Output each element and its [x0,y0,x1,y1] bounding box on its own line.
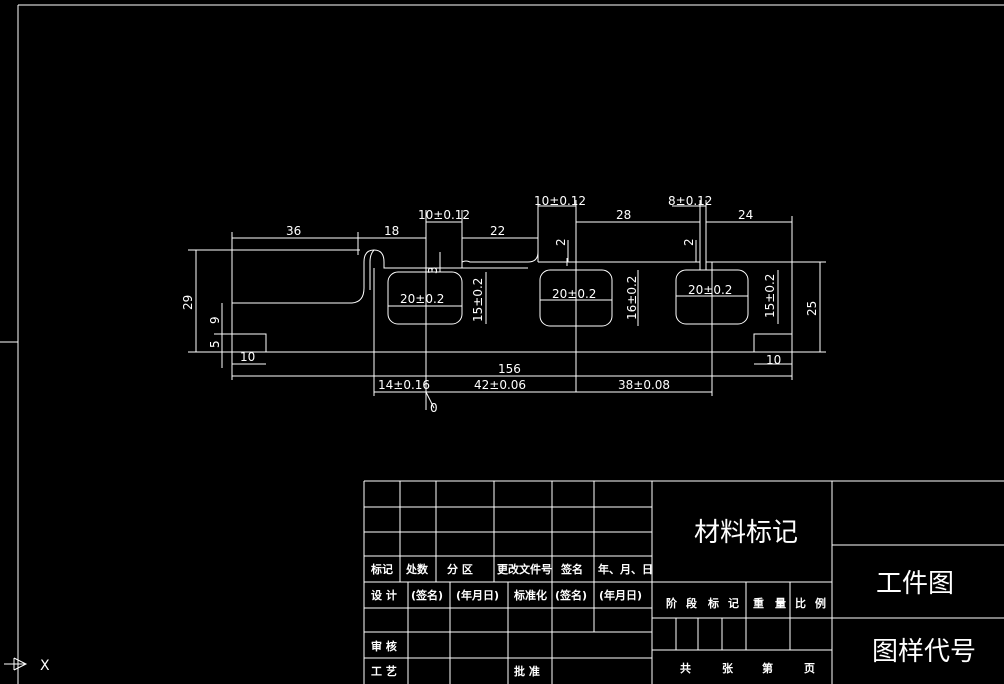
tb-standardize-date: (年月日) [599,588,642,602]
dim-2-a: 2 [554,238,568,246]
tb-standardize: 标准化 [513,588,547,602]
tb-review: 审 核 [371,639,397,653]
tb-scale-1: 比 [795,596,806,610]
tb-weight-1: 重 [753,596,764,610]
tb-design-date: (年月日) [456,588,499,602]
dim-8-tol: 8±0.12 [668,194,712,208]
dim-36: 36 [286,224,301,238]
dim-42-tol: 42±0.06 [474,378,526,392]
dim-10-right: 10 [766,353,781,367]
tb-sheet-total: 共 [680,661,691,675]
dim-10-tol-a: 10±0.12 [418,208,470,222]
tb-process: 工 艺 [371,664,397,678]
origin-label: 0 [430,401,438,415]
dim-25: 25 [805,301,819,316]
dim-28: 28 [616,208,631,222]
part-outline [231,249,793,353]
tb-design-sign: (签名) [411,588,443,602]
dim-10-left: 10 [240,350,255,364]
tb-label-mark: 标记 [370,562,393,576]
dim-24: 24 [738,208,753,222]
tb-drawing-name: 工件图 [876,569,954,599]
tb-stage-3: 标 [707,596,719,610]
tb-scale-2: 例 [815,596,826,610]
dim-3: 3 [426,266,440,274]
tb-label-date: 年、月、日 [598,562,653,576]
tb-label-sign: 签名 [560,562,583,576]
dim-29: 29 [181,295,195,310]
dim-38-tol: 38±0.08 [618,378,670,392]
dim-14-tol: 14±0.16 [378,378,430,392]
slot1-width: 20±0.2 [400,292,444,306]
tb-label-zone: 分 区 [447,562,473,576]
slot2-height: 16±0.2 [625,276,639,320]
tb-stage-4: 记 [728,597,739,610]
tb-material-mark: 材料标记 [694,518,798,548]
slot3-height: 15±0.2 [763,274,777,318]
tb-sheet-page: 页 [804,662,815,675]
dim-10-tol-b: 10±0.12 [534,194,586,208]
dim-5: 5 [208,340,222,348]
dimension-lines [188,200,826,410]
tb-drawing-code: 图样代号 [872,637,976,667]
tb-sheet-no: 第 [762,661,773,675]
title-block-grid [363,480,1004,684]
tb-standardize-sign: (签名) [555,588,587,602]
tb-stage-1: 阶 [666,596,678,610]
dim-22: 22 [490,224,505,238]
ucs-x-label: X [40,658,50,674]
dim-2-b: 2 [682,238,696,246]
tb-label-count: 处数 [405,562,429,576]
ucs-icon [4,657,28,671]
slot3-width: 20±0.2 [688,283,732,297]
tb-stage-2: 段 [686,596,697,610]
tb-label-change-doc: 更改文件号 [497,562,552,576]
dim-9: 9 [208,316,222,324]
dim-156: 156 [498,362,521,376]
dim-18: 18 [384,224,399,238]
tb-weight-2: 量 [775,597,786,610]
slot1-height: 15±0.2 [471,278,485,322]
slot2-width: 20±0.2 [552,287,596,301]
tb-sheet-unit: 张 [722,661,734,675]
tb-approve: 批 准 [514,664,540,678]
tb-design: 设 计 [371,588,397,602]
